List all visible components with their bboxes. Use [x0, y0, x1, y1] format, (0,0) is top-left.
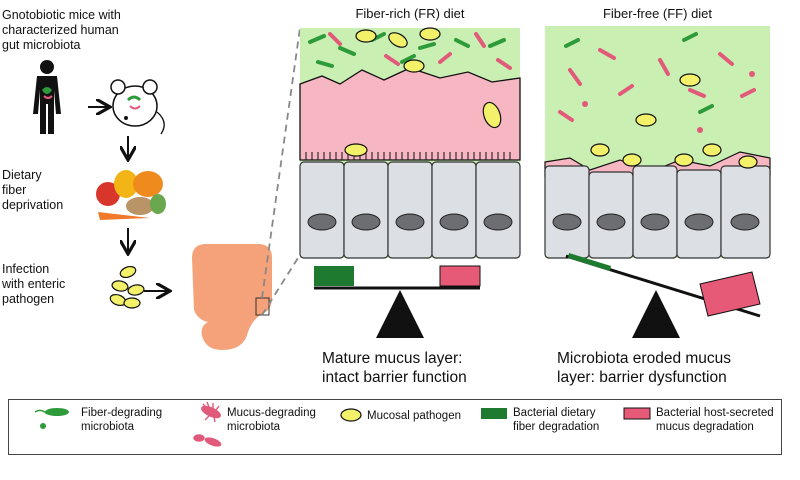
- diagram-graphics: [33, 26, 771, 350]
- ff-balance: [565, 253, 761, 338]
- ff-caption: Microbiota eroded mucus layer: barrier d…: [557, 350, 732, 386]
- fr-mucus-block: [439, 265, 481, 287]
- ff-fiber-block: [568, 253, 611, 271]
- fiber-degradation-swatch: [481, 408, 507, 419]
- legend-symbols: [34, 401, 651, 447]
- step-infection-label: Infection with enteric pathogen: [2, 262, 66, 306]
- legend: Fiber-degrading microbiota Mucus-degradi…: [8, 399, 782, 455]
- human-icon: [33, 60, 61, 134]
- step-gnotobiotic-label: Gnotobiotic mice with characterized huma…: [2, 8, 121, 52]
- fr-fiber-block: [314, 266, 354, 286]
- colon-icon: [192, 244, 272, 350]
- legend-mucus-degradation: Bacterial host-secreted mucus degradatio…: [656, 407, 774, 433]
- fr-caption: Mature mucus layer: intact barrier funct…: [322, 350, 467, 386]
- pathogen-legend-icon: [340, 408, 362, 422]
- fr-balance: [314, 265, 481, 338]
- legend-fiber-degradation: Bacterial dietary fiber degradation: [513, 407, 600, 433]
- zoom-line-top: [261, 27, 301, 299]
- ff-mucus-block: [699, 271, 761, 317]
- fiber-microbiota-icon: [34, 408, 69, 429]
- fr-panel-title: Fiber-rich (FR) diet: [355, 6, 465, 21]
- fr-panel-tissue: [299, 27, 521, 259]
- ff-panel-title: Fiber-free (FF) diet: [602, 6, 713, 21]
- step-fiber-deprivation-label: Dietary fiber deprivation: [2, 168, 64, 212]
- mucus-degradation-swatch: [623, 407, 651, 420]
- mucus-microbiota-icon: [193, 401, 222, 447]
- ff-panel-tissue: [544, 26, 771, 259]
- vegetables-icon: [96, 170, 166, 220]
- legend-pathogen: Mucosal pathogen: [367, 410, 461, 422]
- legend-mucus-microbiota: Mucus-degrading microbiota: [227, 407, 316, 433]
- pathogen-cluster-icon: [109, 265, 145, 309]
- mouse-icon: [110, 79, 165, 135]
- legend-fiber-microbiota: Fiber-degrading microbiota: [81, 407, 163, 433]
